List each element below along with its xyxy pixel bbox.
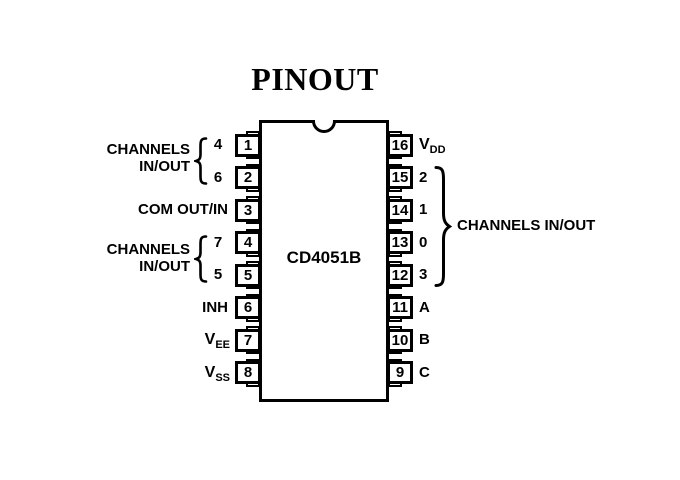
- pin-number: 8: [243, 364, 253, 381]
- pin-number-box-5: 5: [235, 263, 261, 287]
- pin-number: 7: [243, 331, 253, 349]
- pin-label-5: 5: [213, 266, 223, 283]
- pin-number-box-1: 1: [235, 133, 261, 157]
- pin-label-12: 3: [419, 266, 428, 283]
- pin-number-box-3: 3: [235, 198, 261, 222]
- pin-number-box-12: 12: [387, 263, 413, 287]
- chip-body: [259, 120, 389, 402]
- pin-number-box-7: 7: [235, 328, 261, 352]
- pin-number: 14: [391, 201, 409, 219]
- pin-label-14: 1: [419, 201, 428, 218]
- pin-label-7: VEE: [204, 331, 230, 351]
- pin-number-box-16: 16: [387, 133, 413, 157]
- pin-number-box-4: 4: [235, 231, 261, 254]
- pin-label-11: A: [419, 298, 430, 316]
- pin-number-box-2: 2: [235, 166, 261, 189]
- page-title: PINOUT: [251, 61, 379, 97]
- pin-number: 9: [395, 364, 405, 381]
- curly-brace-left-icon: [194, 137, 208, 185]
- pin-number: 11: [392, 299, 408, 316]
- pin-label-15: 2: [419, 168, 428, 186]
- pin-label-6: INH: [202, 298, 228, 316]
- pin-number: 1: [243, 136, 253, 154]
- pin-number-box-10: 10: [387, 328, 413, 352]
- pin-number: 10: [391, 331, 409, 349]
- pin-number: 2: [243, 169, 253, 186]
- pin-label-9: C: [419, 363, 430, 381]
- pin-number: 16: [391, 136, 409, 154]
- chip-name: CD4051B: [286, 248, 362, 267]
- pin-number: 15: [391, 169, 409, 186]
- curly-brace-left-icon: [194, 235, 208, 283]
- pin-number-box-8: 8: [235, 361, 261, 384]
- pin-label-13: 0: [419, 233, 428, 251]
- chip-notch-icon: [312, 120, 336, 133]
- pin-label-1: 4: [213, 136, 223, 153]
- pin-number: 6: [243, 299, 253, 316]
- pin-number-box-14: 14: [387, 198, 413, 222]
- group-label-channels-right: CHANNELS IN/OUT: [457, 217, 596, 234]
- pin-number: 4: [243, 234, 253, 251]
- pin-label-4: 7: [213, 233, 223, 251]
- group-label-channels-mid: CHANNELS IN/OUT: [106, 241, 190, 275]
- pin-label-16: VDD: [419, 136, 446, 156]
- pin-number-box-11: 11: [387, 296, 413, 319]
- pin-number: 3: [243, 201, 253, 219]
- pin-number-box-15: 15: [387, 166, 413, 189]
- pin-number: 5: [243, 266, 253, 284]
- pin-number-box-9: 9: [387, 361, 413, 384]
- pin-label-3: COM OUT/IN: [138, 201, 228, 218]
- pin-label-2: 6: [213, 168, 223, 186]
- pin-number-box-6: 6: [235, 296, 261, 319]
- pin-number: 13: [391, 234, 409, 251]
- pin-label-8: VSS: [204, 363, 230, 384]
- pin-number: 12: [391, 266, 409, 284]
- pin-number-box-13: 13: [387, 231, 413, 254]
- curly-brace-right-icon: [434, 166, 452, 287]
- group-label-channels-top: CHANNELS IN/OUT: [106, 141, 190, 175]
- pin-label-10: B: [419, 331, 430, 348]
